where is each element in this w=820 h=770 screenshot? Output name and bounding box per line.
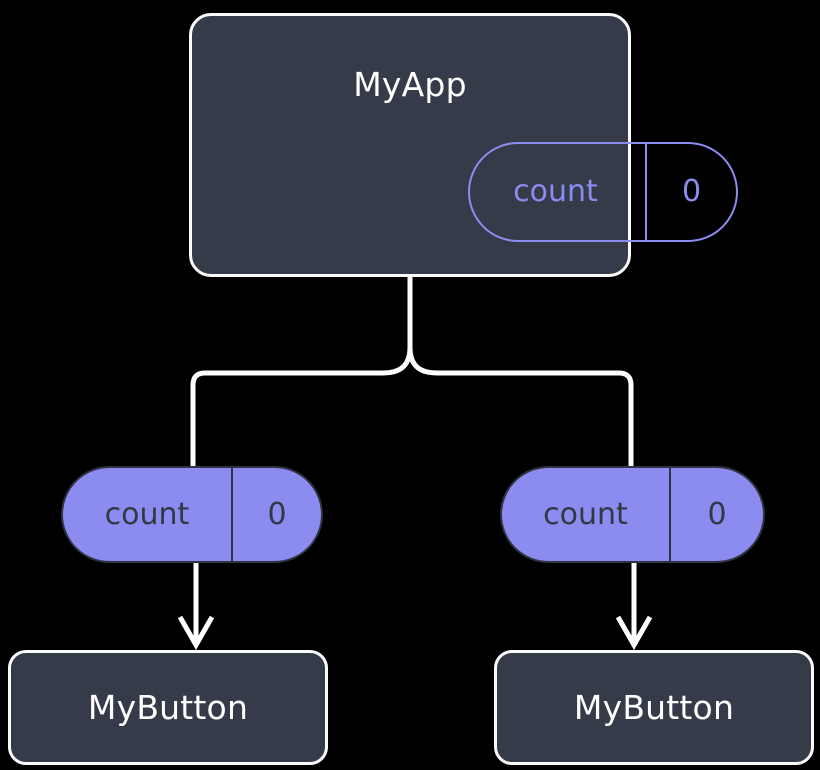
prop-pill-value: 0 [707,496,727,532]
state-pill-key: count [470,144,647,240]
arrowhead-left-icon [177,615,215,651]
prop-pill-key: count [502,468,671,561]
prop-pill-left[interactable]: count 0 [61,466,323,563]
state-pill-value: 0 [681,174,702,209]
state-pill-myapp[interactable]: count 0 [468,142,738,242]
prop-pill-right[interactable]: count 0 [500,466,765,563]
wire-branch-right [407,346,634,466]
arrowhead-right-icon [615,615,653,651]
wire-branch-left [190,346,413,466]
component-node-myapp[interactable]: MyApp count 0 [189,13,738,277]
prop-pill-value: 0 [267,496,287,532]
prop-pill-key: count [63,468,233,561]
component-node-mybutton-left[interactable]: MyButton [8,650,328,765]
component-title-myapp: MyApp [353,65,467,104]
component-title-mybutton: MyButton [573,688,735,727]
component-title-mybutton: MyButton [87,688,249,727]
component-node-mybutton-right[interactable]: MyButton [494,650,814,765]
